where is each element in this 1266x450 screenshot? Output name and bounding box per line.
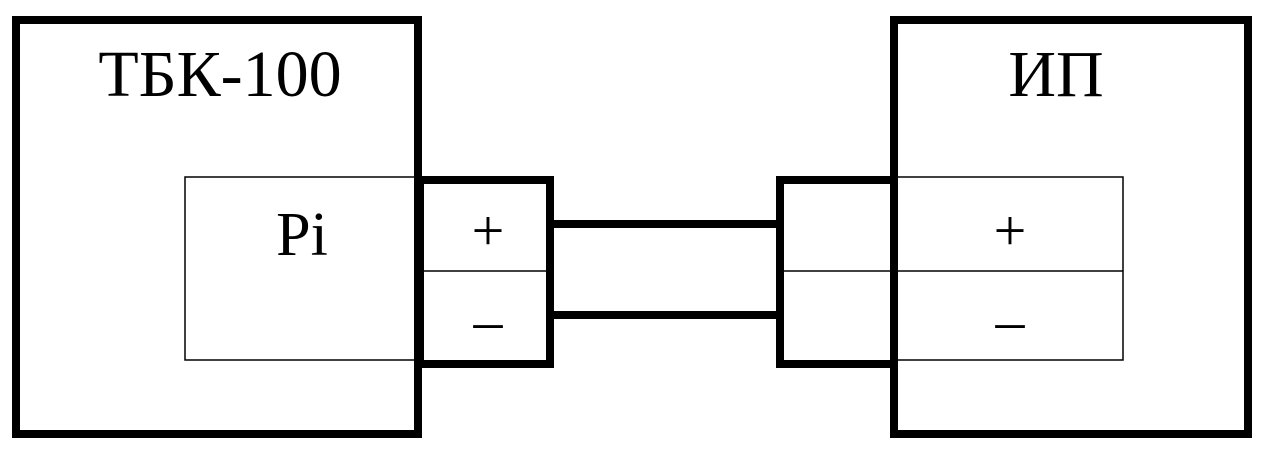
pi-terminal-label: Pi xyxy=(276,201,328,269)
ip-terminal-block xyxy=(893,176,1124,361)
right-minus-sign: – xyxy=(995,288,1026,353)
device-tbk100: ТБК-100 Pi + – xyxy=(12,16,554,438)
right-connector xyxy=(776,176,898,368)
device-ip: ИП + – xyxy=(776,16,1252,438)
left-connector xyxy=(416,176,554,368)
wires xyxy=(552,220,782,319)
right-plus-sign: + xyxy=(994,198,1027,263)
left-minus-sign: – xyxy=(473,288,504,353)
device-tbk100-title: ТБК-100 xyxy=(98,38,341,111)
left-plus-sign: + xyxy=(472,198,505,263)
device-ip-title: ИП xyxy=(1008,38,1103,111)
